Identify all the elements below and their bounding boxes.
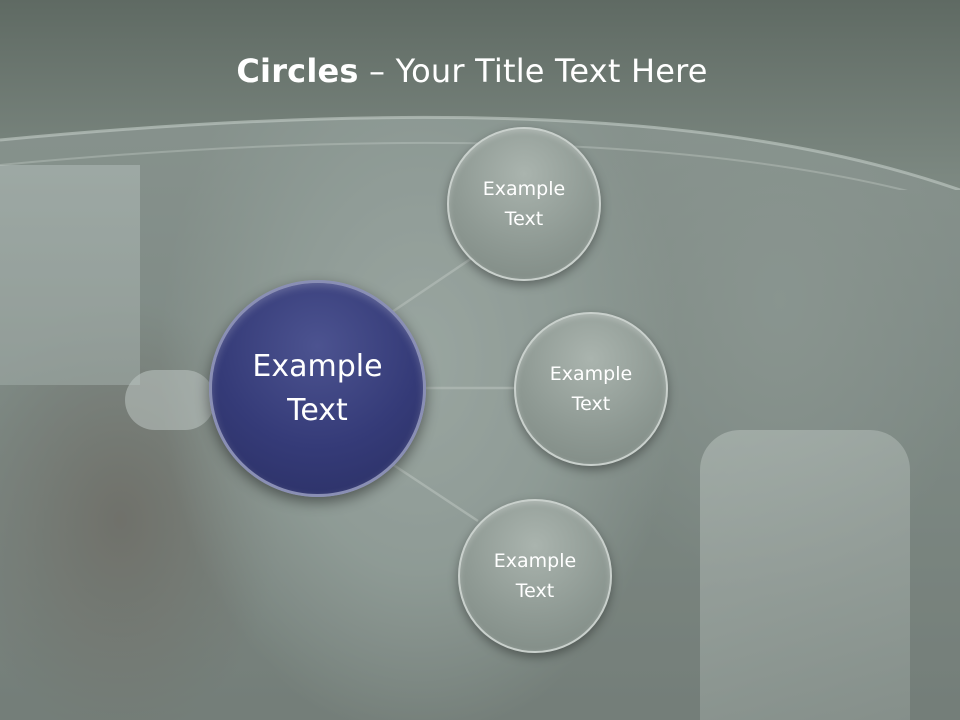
slide-title: Circles – Your Title Text Here <box>0 52 944 90</box>
circle-top-label: Example Text <box>482 178 566 230</box>
circle-top[interactable]: Example Text <box>447 127 601 281</box>
circle-bottom-label: Example Text <box>493 550 577 602</box>
connector-line-bottom <box>391 462 479 523</box>
background-chair-arm-right <box>700 430 910 720</box>
center-circle[interactable]: Example Text <box>209 280 426 497</box>
slide-title-bold: Circles <box>236 52 359 90</box>
background-chair-arm-left <box>125 370 215 430</box>
center-circle-label: Example Text <box>252 348 383 428</box>
circle-middle-label: Example Text <box>549 363 633 415</box>
circle-middle[interactable]: Example Text <box>514 312 668 466</box>
background-window <box>0 165 140 385</box>
circle-bottom[interactable]: Example Text <box>458 499 612 653</box>
connector-line-top <box>391 256 473 314</box>
slide-title-rest: – Your Title Text Here <box>358 52 708 90</box>
